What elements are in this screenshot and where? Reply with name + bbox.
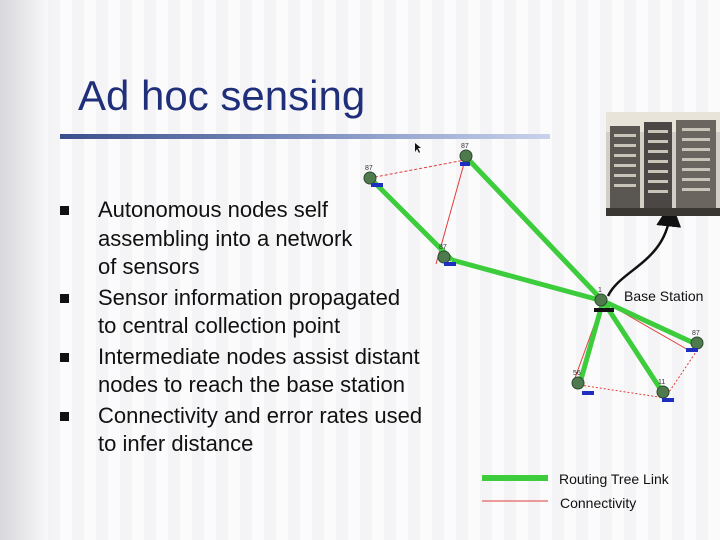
sensor-node-icon [364,172,376,184]
node-bar [460,162,470,166]
base-station-photo [606,112,720,216]
node-label: 87 [461,143,469,150]
legend-routing-label: Routing Tree Link [559,471,670,487]
node-label: 87 [365,165,373,172]
routing-link [467,158,603,301]
cursor-icon [415,143,421,153]
node-bar [582,391,594,395]
node-label: 87 [439,244,447,251]
connectivity-link [370,160,465,178]
base-station-arrow [608,214,670,296]
legend-routing-swatch [482,475,548,481]
node-bar [686,348,698,352]
sensor-node-icon [595,294,607,306]
node-label: 56 [573,370,581,377]
sensor-node-icon [438,251,450,263]
node-bar [444,262,456,266]
sensor-node-icon [691,337,703,349]
node-label: 87 [692,330,700,337]
sensor-node-icon [657,386,669,398]
routing-link [580,301,603,383]
node-bar [371,183,383,187]
node-label: 1 [598,287,602,294]
legend-connectivity-label: Connectivity [560,495,636,511]
sensor-node-icon [572,377,584,389]
node-bar [662,398,674,402]
node-bar [594,308,614,312]
sensor-node: 11 [657,379,674,402]
sensor-node-icon [460,150,472,162]
base-station-label: Base Station [624,288,703,304]
connectivity-link [665,346,700,398]
sensor-node: 87 [438,244,456,266]
legend: Routing Tree Link Connectivity [482,471,670,511]
node-label: 11 [658,379,665,386]
